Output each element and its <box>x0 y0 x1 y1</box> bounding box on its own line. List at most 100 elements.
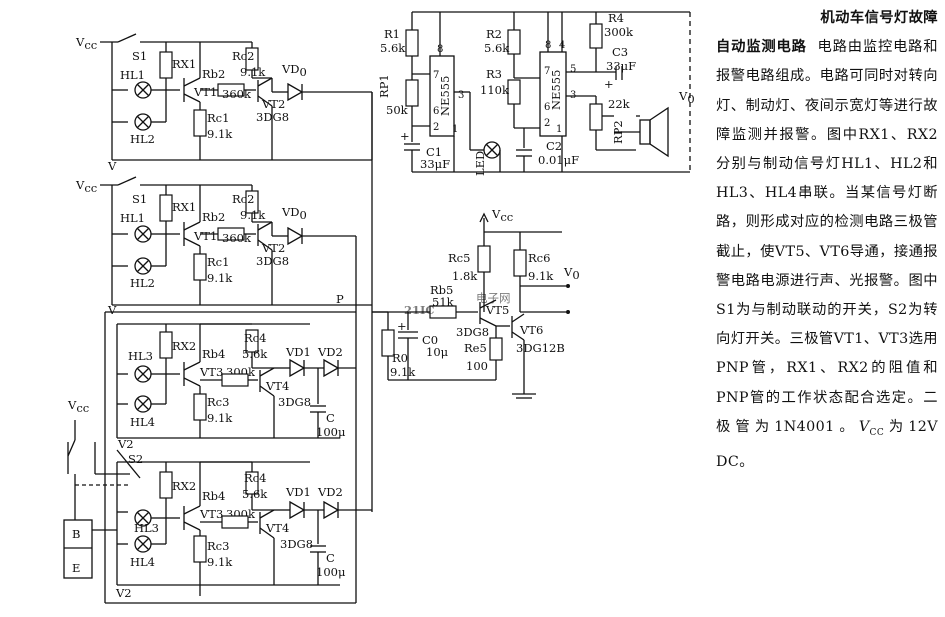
vd1-label: VD1 <box>285 485 311 499</box>
pin-label: 6 <box>433 106 439 117</box>
rx2-label: RX2 <box>172 479 196 493</box>
rp1-label: RP1 <box>377 74 391 98</box>
rb4-label: Rb4 <box>202 489 225 503</box>
watermark-sub: 电子网 <box>476 291 511 305</box>
monitor-block-3: HL3 HL4 RX2 Rc3 9.1k Rb4 VT3 300k VT4 3D… <box>116 323 356 439</box>
vd2-label: VD2 <box>317 345 343 359</box>
rb2-label: Rb2 <box>202 67 225 81</box>
c3-label: C3 <box>612 45 628 59</box>
resistor-rx1 <box>159 194 173 222</box>
resistor-rx2 <box>159 331 173 359</box>
vt6-label: VT6 <box>519 323 543 337</box>
rp1-value: 50k <box>386 103 409 117</box>
t3dg8-label: 3DG8 <box>256 254 289 268</box>
rb4-label: Rb4 <box>202 347 225 361</box>
rc3-label: Rc3 <box>207 395 229 409</box>
title-line-1: 机动车信号灯故障 <box>820 10 938 26</box>
vd0-label: VD0 <box>281 62 307 79</box>
c1-value: 33μF <box>420 157 450 171</box>
resistor-rc5 <box>477 245 491 273</box>
resistor-rc3 <box>193 393 207 421</box>
p-label: P <box>336 292 344 306</box>
s2-label: S2 <box>128 452 143 466</box>
resistor-rc3 <box>193 535 207 563</box>
rx1-label: RX1 <box>172 200 196 214</box>
t3dg8-label: 3DG8 <box>278 395 311 409</box>
r3-label: R3 <box>486 67 502 81</box>
monitor-block-4: V2 HL3 HL4 RX2 Rc3 9.1k Rb4 VT3 300k VT4… <box>105 461 372 604</box>
vt3-label: VT3 <box>199 507 223 521</box>
c0-label: C0 <box>422 333 438 347</box>
rc2-value: 9.1k <box>240 208 266 222</box>
vt2-label: VT2 <box>261 241 285 255</box>
diode-vd2 <box>323 358 340 378</box>
vd2-label: VD2 <box>317 485 343 499</box>
vd1-label: VD1 <box>285 345 311 359</box>
pin-label: 7 <box>433 70 439 81</box>
rc3-label: Rc3 <box>207 539 229 553</box>
v0-label: V0 <box>678 89 695 106</box>
rc4-value: 5.6k <box>242 487 268 501</box>
vcc-label: Vcc <box>75 35 97 52</box>
rc1-label: Rc1 <box>207 255 229 269</box>
re5-value: 100 <box>466 359 488 373</box>
r1-value: 5.6k <box>380 41 406 55</box>
s2-switch-area: Vcc V2 S2 B E <box>63 312 143 603</box>
rx1-label: RX1 <box>172 57 196 71</box>
hl2-label: HL2 <box>130 276 155 290</box>
rc5-value: 1.8k <box>452 269 478 283</box>
monitor-block-2: Vcc S1 V HL1 HL2 RX1 Rc1 9.1k Rb2 VT1 36… <box>75 176 372 317</box>
c0-plus: + <box>397 319 407 333</box>
resistor-r4 <box>589 23 603 49</box>
c-value: 100μ <box>316 425 346 439</box>
hl1-label: HL1 <box>120 68 145 82</box>
ne555-label: NE555 <box>549 70 563 110</box>
diode-vd2 <box>323 500 340 520</box>
c-label: C <box>326 411 335 425</box>
r3-value: 110k <box>480 83 510 97</box>
c0-value: 10μ <box>426 345 449 359</box>
c2-value: 0.01μF <box>538 153 579 167</box>
pin-label: 1 <box>452 124 458 135</box>
pin-label: 6 <box>544 102 550 113</box>
hl1-label: HL1 <box>120 211 145 225</box>
pin-label: 1 <box>556 124 562 135</box>
s1-label: S1 <box>132 192 147 206</box>
t3dg8-label: 3DG8 <box>456 325 489 339</box>
monitor-block-1: Vcc S1 V HL1 HL2 RX1 Rc1 9.1k Rb2 VT1 36… <box>75 33 373 173</box>
rc6-label: Rc6 <box>528 251 550 265</box>
led-label: LED <box>473 151 487 176</box>
alarm-driver-stage: Vcc Rc5 1.8k Rc6 9.1k V0 Rb5 51k VT5 VT6… <box>372 207 580 399</box>
rb2-label: Rb2 <box>202 210 225 224</box>
r2-value: 5.6k <box>484 41 510 55</box>
vcc-label: Vcc <box>75 178 97 195</box>
diode-vd1 <box>289 500 306 520</box>
resistor-rb4 <box>221 373 249 387</box>
c-label: C <box>326 551 335 565</box>
rc6-value: 9.1k <box>528 269 554 283</box>
vt4-label: VT4 <box>265 521 289 535</box>
rc1-label: Rc1 <box>207 111 229 125</box>
r0-label: R0 <box>392 351 408 365</box>
v0-label: V0 <box>563 265 580 282</box>
r4-label: R4 <box>608 11 624 25</box>
hl4-label: HL4 <box>130 555 155 569</box>
resistor-rx2 <box>159 471 173 499</box>
rb5-label: Rb5 <box>430 283 453 297</box>
hl3-label: HL3 <box>128 349 153 363</box>
r2-label: R2 <box>486 27 502 41</box>
diode-vd0 <box>287 82 304 102</box>
c-value: 100μ <box>316 565 346 579</box>
vd0-label: VD0 <box>281 205 307 222</box>
description-text: 机动车信号灯故障 自动监测电路 电路由监控电路和报警电路组成。电路可同时对转向灯… <box>716 4 938 477</box>
ne555-chip-1 <box>429 55 455 137</box>
site-watermark: 21IC 电子网 <box>404 291 511 317</box>
v-label: V <box>107 303 117 317</box>
vt2-label: VT2 <box>261 97 285 111</box>
v2-label: V2 <box>117 437 134 451</box>
rc3-value: 9.1k <box>207 555 233 569</box>
pin-label: 2 <box>544 118 550 129</box>
e-label: E <box>72 561 80 575</box>
title-line-2: 自动监测电路 <box>716 39 807 56</box>
speaker-cone-icon <box>649 106 669 158</box>
